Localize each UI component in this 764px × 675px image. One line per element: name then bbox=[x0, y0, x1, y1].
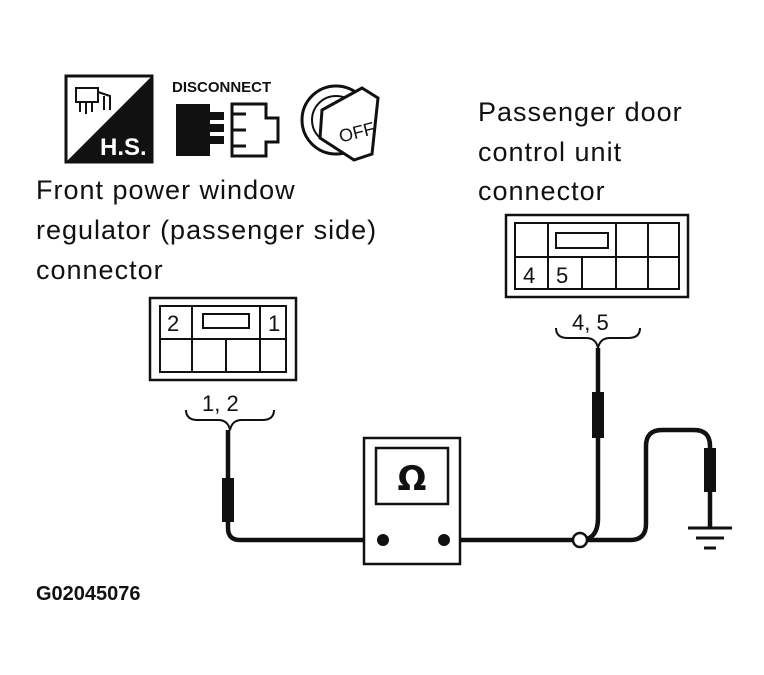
hs-label: H.S. bbox=[100, 134, 147, 161]
right-terminals-label: 4, 5 bbox=[572, 310, 609, 335]
junction-node bbox=[571, 531, 589, 549]
ground-icon bbox=[688, 526, 732, 550]
test-leads bbox=[222, 348, 716, 543]
right-connector-pin-5: 5 bbox=[556, 263, 568, 288]
left-connector-title-line1: Front power window bbox=[36, 175, 296, 205]
meter-terminal-negative bbox=[377, 534, 389, 546]
harness-hs-icon: H.S. bbox=[64, 74, 154, 164]
ohmmeter: Ω bbox=[362, 436, 462, 566]
figure-code: G02045076 bbox=[36, 583, 141, 605]
left-connector-pin-2: 2 bbox=[167, 311, 179, 336]
right-connector-pin-4: 4 bbox=[523, 263, 535, 288]
right-connector: 4 5 bbox=[504, 213, 690, 299]
disconnect-icon: DISCONNECT bbox=[172, 79, 280, 158]
left-connector-title-line2: regulator (passenger side) bbox=[36, 215, 377, 245]
right-connector-title-line3: connector bbox=[478, 176, 606, 206]
disconnect-label: DISCONNECT bbox=[172, 79, 271, 96]
left-connector: 2 1 bbox=[148, 296, 298, 382]
left-connector-title-line3: connector bbox=[36, 255, 164, 285]
left-connector-pin-1: 1 bbox=[268, 311, 280, 336]
right-connector-title-line2: control unit bbox=[478, 137, 622, 167]
ignition-off-icon: OFF bbox=[300, 84, 380, 162]
left-terminals-label: 1, 2 bbox=[202, 391, 239, 416]
right-connector-title-line1: Passenger door bbox=[478, 97, 683, 127]
ohm-symbol: Ω bbox=[398, 459, 427, 499]
meter-terminal-positive bbox=[438, 534, 450, 546]
